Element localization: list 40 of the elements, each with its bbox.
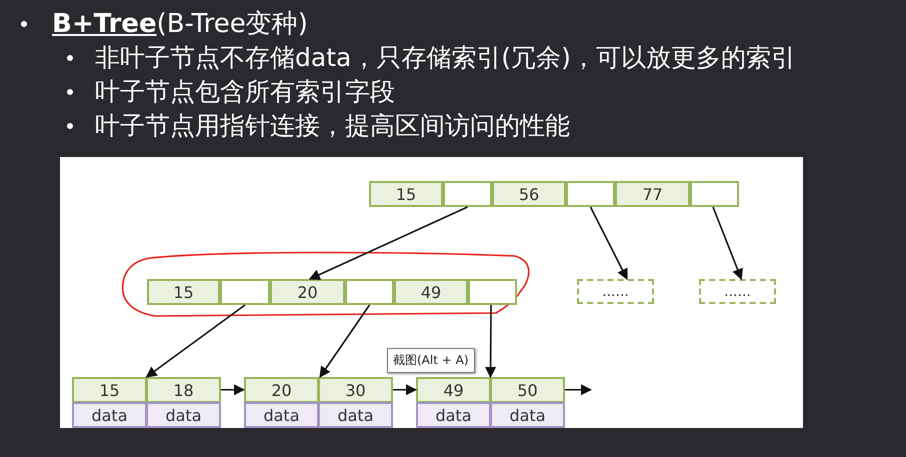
placeholder-node: ......	[577, 279, 654, 304]
arrow	[565, 384, 592, 396]
key-cell: 50	[490, 377, 565, 403]
pointer-cell	[443, 181, 492, 207]
bullet-text: 叶子节点用指针连接，提高区间访问的性能	[95, 110, 570, 142]
arrow	[484, 305, 496, 378]
placeholder-node: ......	[699, 279, 776, 304]
data-cell: data	[490, 402, 565, 428]
data-cell: data	[146, 402, 221, 428]
tooltip: 截图(Alt + A)	[387, 348, 475, 373]
pointer-cell	[468, 279, 517, 305]
arrow	[393, 384, 418, 396]
key-cell: 20	[244, 377, 319, 403]
key-cell: 77	[615, 181, 690, 207]
key-cell: 56	[492, 181, 566, 207]
pointer-cell	[345, 279, 394, 305]
data-cell: data	[72, 402, 147, 428]
key-cell: 18	[146, 377, 221, 403]
key-cell: 49	[394, 279, 468, 305]
pointer-cell	[566, 181, 615, 207]
pointer-cell	[220, 279, 270, 305]
bullet-text: 非叶子节点不存储data，只存储索引(冗余)，可以放更多的索引	[95, 42, 796, 74]
arrow	[221, 384, 246, 396]
data-cell: data	[416, 402, 491, 428]
bullet-text: 叶子节点包含所有索引字段	[95, 76, 395, 108]
arrow	[319, 304, 370, 378]
data-cell: data	[244, 402, 319, 428]
key-cell: 15	[369, 181, 443, 207]
arrow	[146, 304, 246, 378]
pointer-cell	[690, 181, 739, 207]
key-cell: 49	[416, 377, 491, 403]
arrow	[308, 206, 468, 280]
arrow	[712, 206, 743, 280]
data-cell: data	[318, 402, 393, 428]
arrow	[590, 206, 628, 280]
key-cell: 15	[147, 279, 220, 305]
key-cell: 20	[270, 279, 345, 305]
heading: B+Tree(B-Tree变种)	[52, 8, 308, 40]
key-cell: 15	[72, 377, 147, 403]
key-cell: 30	[318, 377, 393, 403]
